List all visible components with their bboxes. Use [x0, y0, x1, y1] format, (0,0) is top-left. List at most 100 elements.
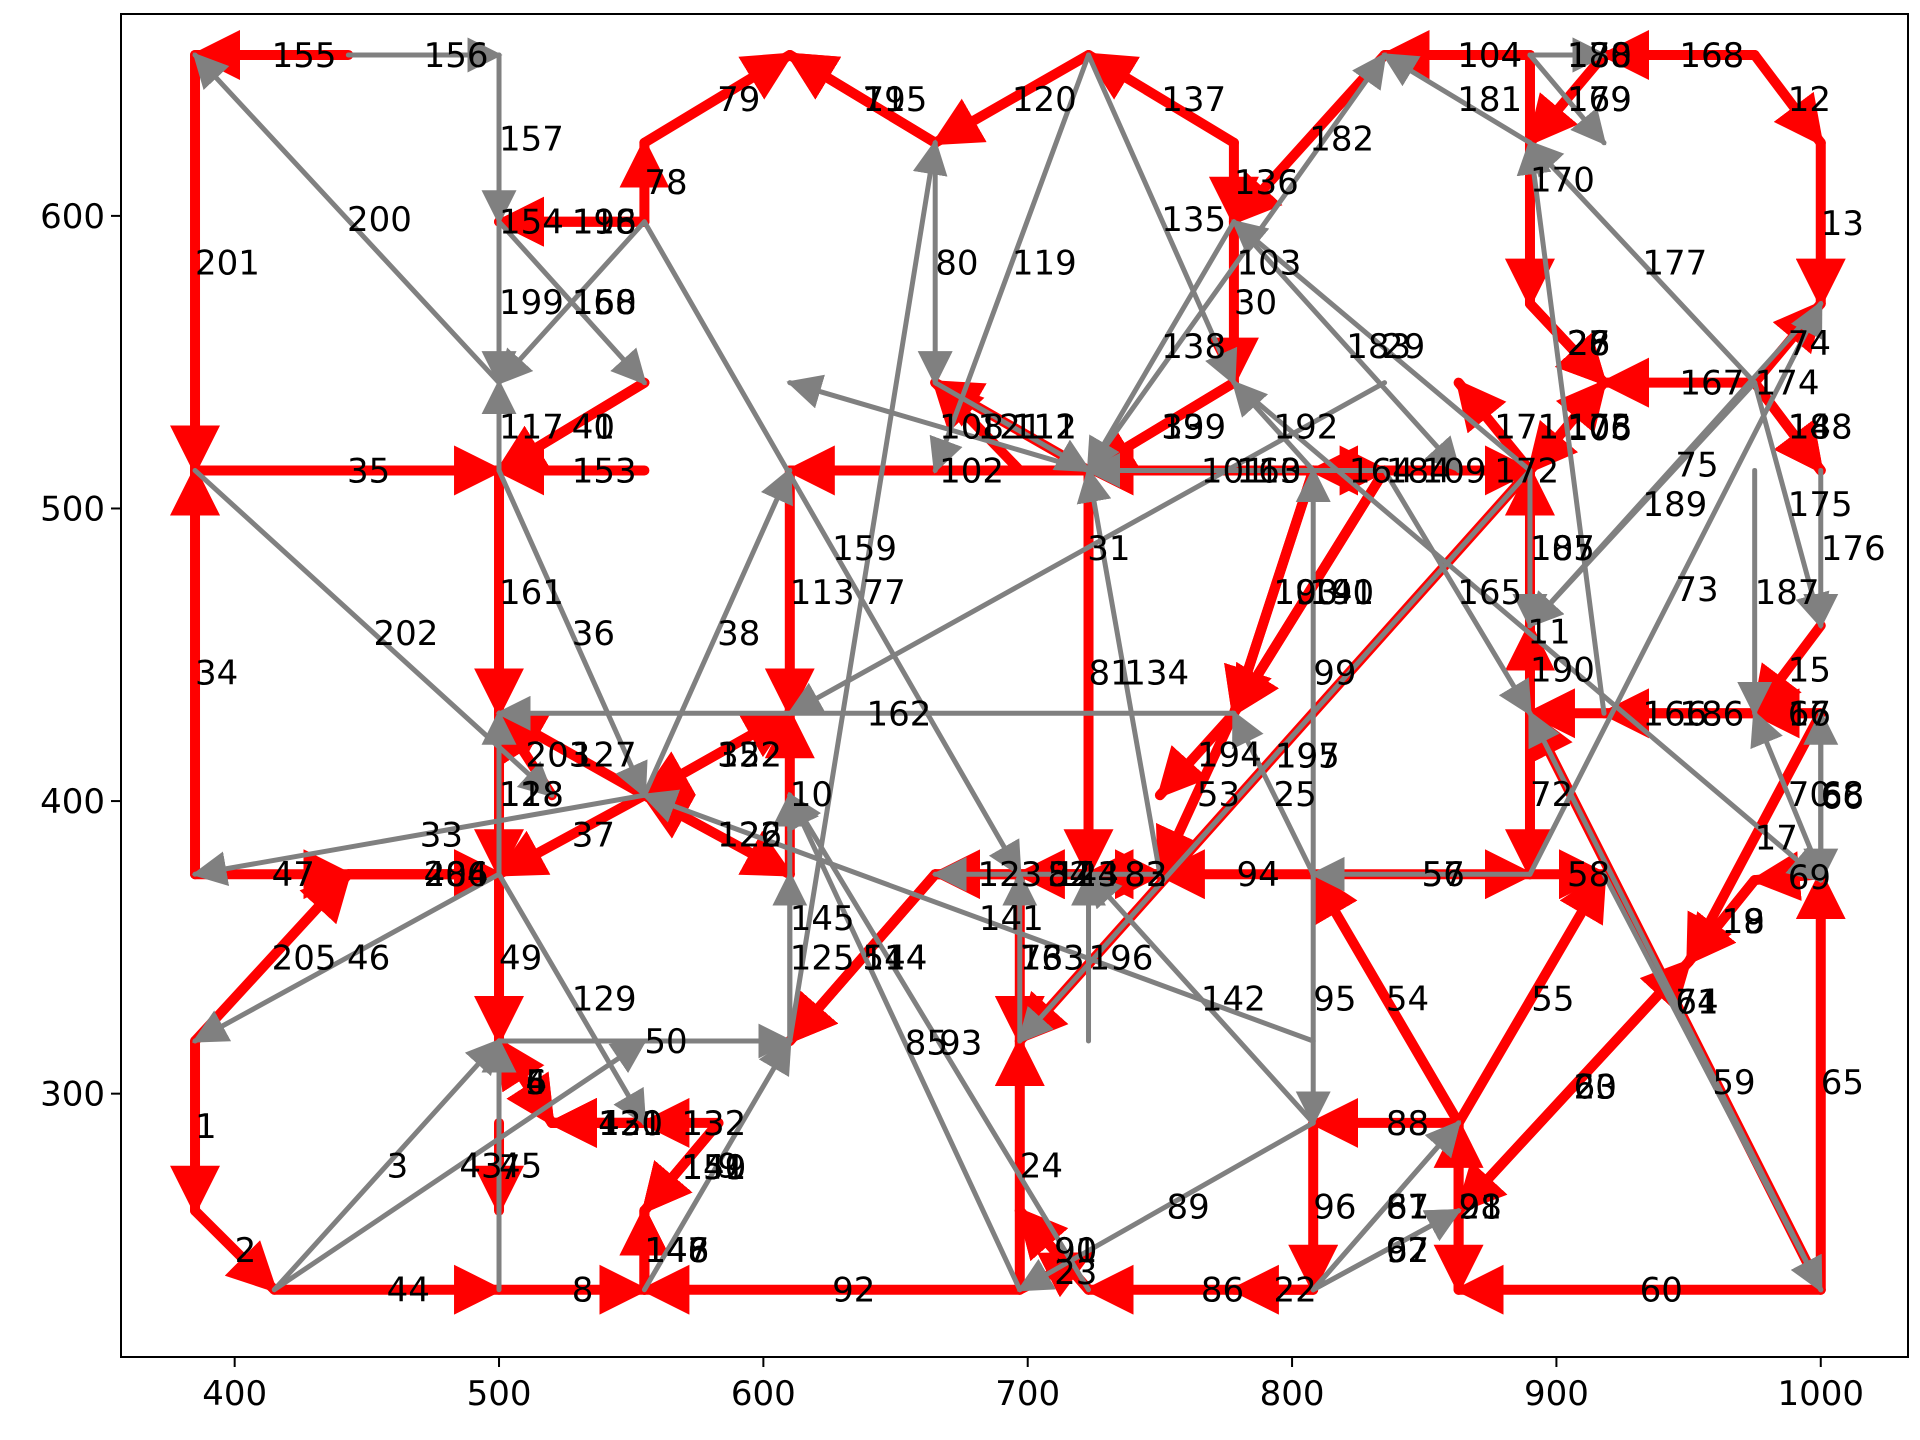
x-tick-label: 900: [1524, 1374, 1589, 1414]
edge-label-82: 82: [1124, 855, 1167, 895]
edge-label-138: 138: [1161, 327, 1226, 367]
edge-label-170: 170: [1530, 160, 1595, 200]
edge-label-190: 190: [1530, 650, 1595, 690]
edge-label-186: 186: [1679, 694, 1744, 734]
edge-label-132: 132: [681, 1104, 746, 1144]
edge-label-19: 19: [1722, 902, 1765, 942]
edge-label-91: 91: [1054, 1231, 1097, 1271]
edge-label-157: 157: [499, 119, 564, 159]
edge-label-122: 122: [717, 816, 782, 856]
edge-183: [1231, 219, 1462, 474]
edge-label-3: 3: [387, 1146, 409, 1186]
edge-label-38: 38: [717, 614, 760, 654]
edge-label-55: 55: [1531, 980, 1574, 1020]
edge-label-142: 142: [1201, 980, 1266, 1020]
edge-label-202: 202: [373, 614, 438, 654]
edge-label-33: 33: [420, 816, 463, 856]
edge-label-116: 116: [572, 203, 637, 243]
edge-label-97: 97: [1386, 1231, 1429, 1271]
edge-label-52: 52: [1048, 855, 1091, 895]
edge-label-178: 178: [1567, 36, 1632, 76]
edge-193: [1224, 465, 1319, 719]
edge-label-115: 115: [862, 80, 927, 120]
edge-54: [1308, 869, 1464, 1128]
edge-label-63: 63: [1574, 1067, 1617, 1107]
edge-label-86: 86: [1201, 1271, 1244, 1311]
edge-label-28: 28: [1567, 324, 1610, 364]
edge-label-173: 173: [1567, 408, 1632, 448]
edge-label-76: 76: [1020, 939, 1063, 979]
edge-label-148: 148: [644, 1231, 709, 1271]
edge-label-53: 53: [1197, 775, 1240, 815]
edge-label-25: 25: [1274, 775, 1317, 815]
edge-179: [1527, 52, 1607, 146]
edge-label-8: 8: [572, 1271, 594, 1311]
edge-11: [1231, 380, 1824, 883]
edge-label-99: 99: [1313, 653, 1356, 693]
edge-25: [1231, 710, 1316, 877]
edge-label-198: 198: [572, 203, 637, 243]
edge-label-48: 48: [424, 855, 467, 895]
edge-177: [1527, 140, 1758, 386]
edge-label-10: 10: [790, 775, 833, 815]
edge-71: [1527, 710, 1824, 1293]
edge-label-164: 164: [1349, 451, 1414, 491]
edge-28: [1524, 298, 1609, 388]
edge-label-117: 117: [499, 408, 564, 448]
edge-70: [1750, 710, 1824, 877]
edge-label-126: 126: [717, 816, 782, 856]
y-tick-label: 500: [40, 489, 105, 529]
edge-label-177: 177: [1642, 244, 1707, 284]
edge-label-112: 112: [1012, 408, 1077, 448]
edge-label-150: 150: [681, 1148, 746, 1188]
edge-label-162: 162: [866, 694, 931, 734]
edge-label-146: 146: [644, 1231, 709, 1271]
edge-label-40: 40: [572, 408, 615, 448]
edge-label-35: 35: [347, 451, 390, 491]
edge-label-179: 179: [1567, 80, 1632, 120]
edge-label-41: 41: [572, 408, 615, 448]
edge-label-200: 200: [347, 200, 412, 240]
edge-label-152: 152: [717, 735, 782, 775]
edge-label-123: 123: [977, 855, 1042, 895]
edge-77: [787, 139, 948, 1044]
edge-label-140: 140: [1309, 573, 1374, 613]
edge-label-7: 7: [499, 1148, 521, 1188]
edge-label-189: 189: [1642, 485, 1707, 525]
edge-label-36: 36: [572, 614, 615, 654]
edge-label-60: 60: [1640, 1271, 1683, 1311]
edge-19: [1683, 875, 1760, 967]
edge-3: [271, 1038, 502, 1293]
edge-151: [639, 1117, 724, 1216]
edge-label-130: 130: [598, 1104, 663, 1144]
edge-label-59: 59: [1712, 1063, 1755, 1103]
edge-121: [930, 377, 1025, 476]
edge-label-136: 136: [1234, 163, 1299, 203]
edge-181: [1381, 52, 1533, 146]
edge-label-29: 29: [1382, 327, 1425, 367]
edge-label-58: 58: [1567, 855, 1610, 895]
edge-label-95: 95: [1313, 980, 1356, 1020]
edge-label-54: 54: [1386, 980, 1429, 1020]
edge-label-64: 64: [1675, 983, 1718, 1023]
edge-label-143: 143: [1054, 855, 1119, 895]
edge-label-158: 158: [572, 283, 637, 323]
edge-label-191: 191: [1309, 573, 1374, 613]
edge-138: [1086, 219, 1237, 474]
edge-134: [1076, 466, 1163, 877]
edge-label-2: 2: [235, 1231, 257, 1271]
edge-165: [1382, 467, 1533, 717]
edge-label-102: 102: [939, 451, 1004, 491]
edge-label-201: 201: [195, 244, 260, 284]
edge-label-180: 180: [1567, 36, 1632, 76]
edge-label-88: 88: [1386, 1104, 1429, 1144]
edge-label-44: 44: [387, 1271, 430, 1311]
edge-152: [639, 708, 795, 801]
edge-label-193: 193: [1274, 573, 1339, 613]
edge-label-169: 169: [1567, 80, 1632, 120]
edge-38: [641, 467, 793, 798]
edge-9: [641, 1037, 793, 1293]
edge-label-124: 124: [1054, 855, 1119, 895]
edge-label-6: 6: [525, 1063, 547, 1103]
